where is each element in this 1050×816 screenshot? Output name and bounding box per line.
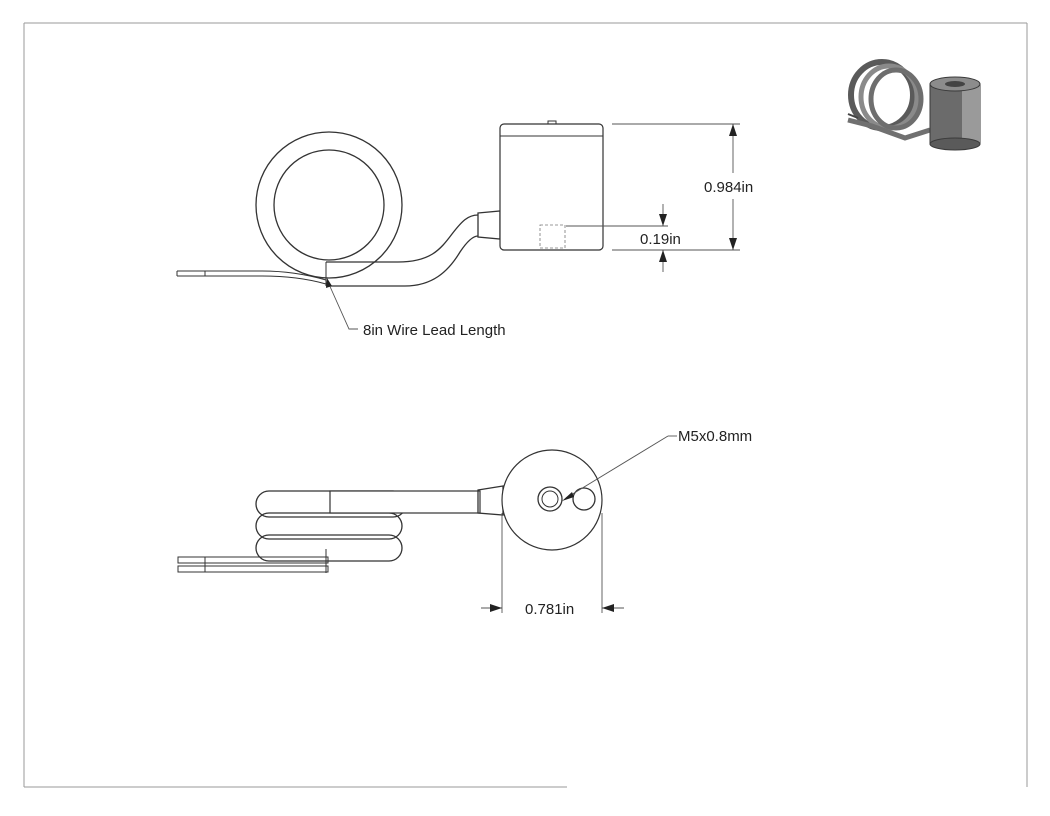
thread-callout: M5x0.8mm [678, 428, 752, 445]
strain-relief-end [477, 485, 504, 516]
wire-length-leader [327, 281, 358, 330]
solenoid-end-face [501, 449, 603, 551]
wire-tube-top-edge [326, 214, 479, 263]
thread-leader [565, 435, 669, 499]
thread-hole-inner [541, 490, 559, 508]
strain-relief [477, 210, 501, 240]
coil-turn-2 [255, 512, 403, 540]
lead-wire-end-1 [177, 556, 329, 564]
plunger-hole [572, 487, 596, 511]
wire-lead-callout: 8in Wire Lead Length [363, 322, 506, 339]
coil-turn-3 [255, 534, 403, 562]
iso-wire-tube [847, 117, 931, 141]
offset-dimension [566, 204, 668, 272]
isometric-view [847, 59, 981, 151]
iso-coil-ring-3 [868, 67, 924, 131]
solenoid-body [499, 123, 604, 251]
thread-hole-outer [537, 486, 563, 512]
diameter-dimension [481, 513, 624, 613]
end-view [177, 435, 677, 573]
body-top-feature [547, 120, 557, 125]
hidden-thread [539, 224, 566, 249]
lead-wire-1 [177, 270, 327, 281]
coil-loop-inner [273, 149, 385, 261]
wire-tube-bottom-edge [326, 235, 479, 287]
coil-loop-outer [255, 131, 403, 279]
sheet-frame [23, 22, 1028, 788]
side-view [176, 120, 604, 330]
lead-wire-2 [177, 275, 327, 285]
wire-tube-straight [329, 490, 481, 514]
diameter-dimension-label: 0.781in [525, 601, 574, 618]
lead-wire-end-2 [177, 565, 329, 573]
offset-dimension-label: 0.19in [640, 231, 681, 248]
height-dimension-label: 0.984in [704, 179, 753, 196]
